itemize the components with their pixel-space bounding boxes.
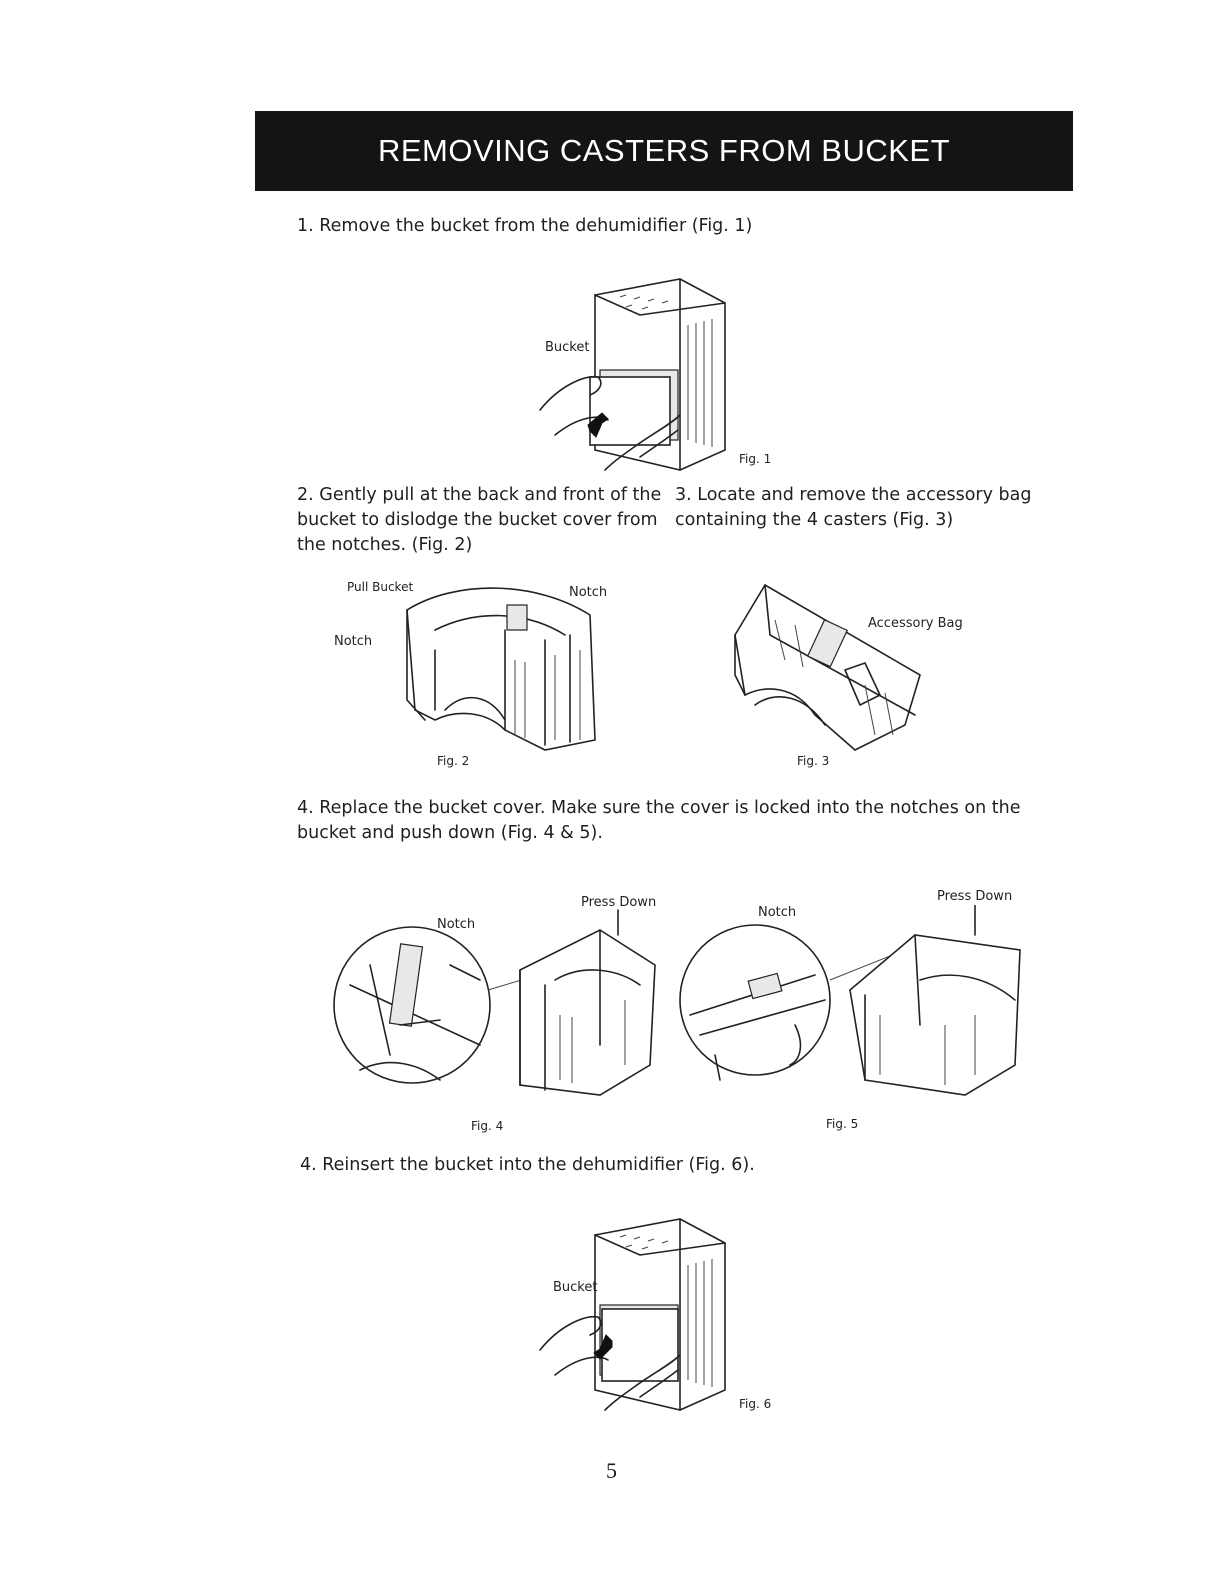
fig4-label-press-down: Press Down	[581, 895, 657, 910]
step-4-text: 4. Replace the bucket cover. Make sure t…	[297, 798, 1021, 843]
fig5-caption: Fig. 5	[826, 1117, 859, 1131]
fig3-caption: Fig. 3	[797, 754, 830, 768]
fig5-label-notch: Notch	[758, 905, 797, 920]
fig2-caption: Fig. 2	[437, 754, 470, 768]
step-5-text: 4. Reinsert the bucket into the dehumidi…	[300, 1155, 755, 1175]
fig5-illustration	[679, 905, 1021, 1096]
fig1-label-bucket: Bucket	[545, 340, 590, 355]
fig4-label-notch: Notch	[437, 917, 476, 932]
fig6-illustration	[539, 1218, 726, 1411]
fig2-illustration	[406, 587, 596, 751]
fig1-illustration	[539, 278, 726, 471]
section-header: REMOVING CASTERS FROM BUCKET	[255, 111, 1073, 191]
section-title: REMOVING CASTERS FROM BUCKET	[377, 133, 951, 168]
step-3-text: 3. Locate and remove the accessory bag c…	[675, 485, 1032, 530]
fig2-label-pull-bucket: Pull Bucket	[347, 580, 414, 594]
fig6-caption: Fig. 6	[739, 1397, 772, 1411]
step-2-text: 2. Gently pull at the back and front of …	[297, 485, 662, 555]
fig6-label-bucket: Bucket	[553, 1280, 598, 1295]
step-1-text: 1. Remove the bucket from the dehumidifi…	[297, 216, 753, 236]
fig4-illustration	[333, 909, 656, 1096]
fig2-label-notch-right: Notch	[569, 585, 608, 600]
fig5-label-press-down: Press Down	[937, 889, 1013, 904]
fig3-illustration	[734, 583, 921, 751]
fig2-label-notch-left: Notch	[334, 634, 373, 649]
page-number: 5	[606, 1458, 617, 1483]
fig1-caption: Fig. 1	[739, 452, 772, 466]
fig4-caption: Fig. 4	[471, 1119, 504, 1133]
fig3-label-accessory-bag: Accessory Bag	[868, 616, 963, 631]
